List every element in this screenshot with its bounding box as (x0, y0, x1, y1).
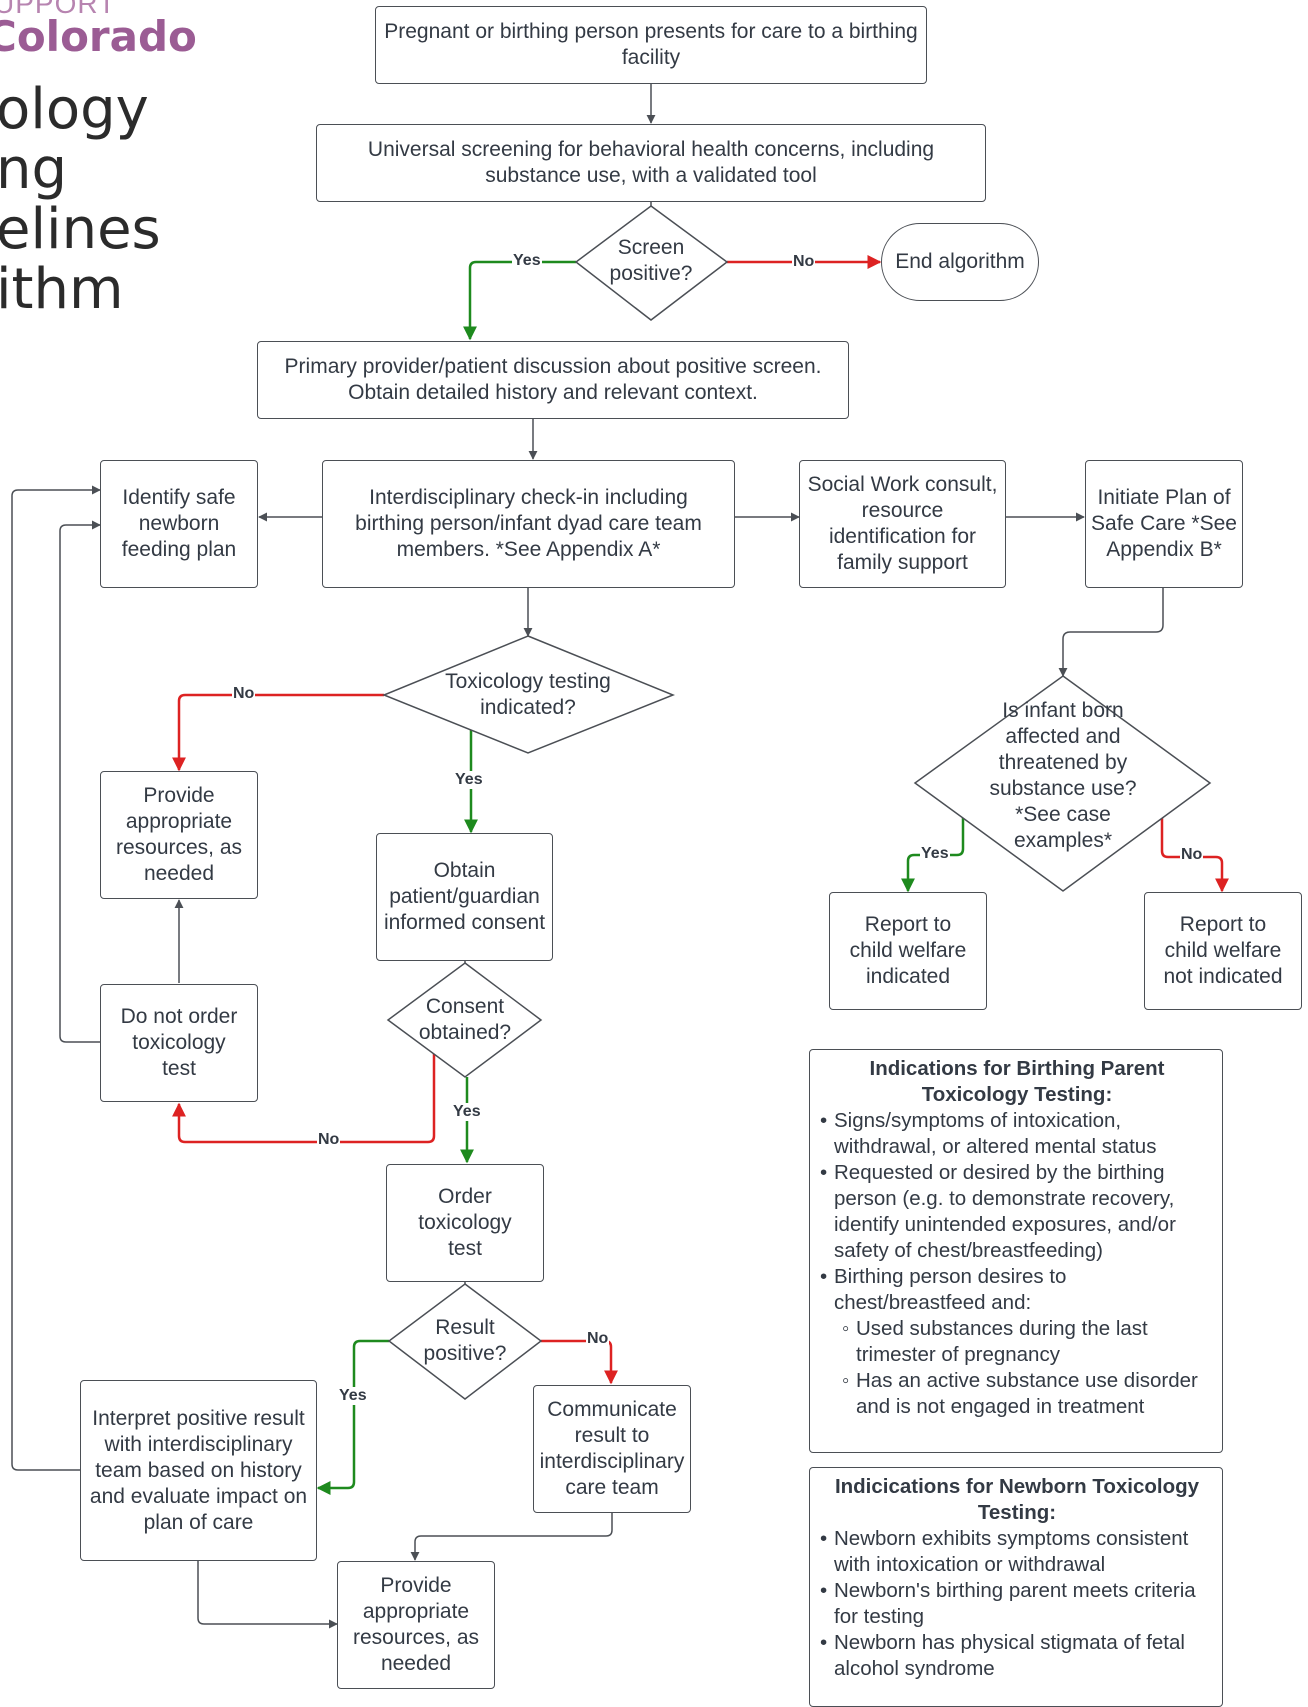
arrow-interpret-res2 (197, 1560, 338, 1629)
node-report-not-indicated: Report to child welfare not indicated (1144, 892, 1302, 1010)
node-interdisciplinary-checkin: Interdisciplinary check-in including bir… (322, 460, 735, 588)
panel-newborn-title: Indicications for Newborn Toxicology Tes… (834, 1475, 1200, 1524)
list-item: Signs/symptoms of intoxication, withdraw… (820, 1108, 1214, 1160)
label-result-yes: Yes (338, 1387, 368, 1405)
panel-newborn-indications: Indicications for Newborn Toxicology Tes… (809, 1467, 1223, 1707)
node-presents-for-care: Pregnant or birthing person presents for… (375, 6, 927, 84)
page-title-line-1: ology (0, 77, 149, 142)
node-informed-consent: Obtain patient/guardian informed consent (376, 833, 553, 961)
diamond-infant (913, 675, 1212, 892)
list-subitem: Has an active substance use disorder and… (820, 1368, 1214, 1420)
list-item: Requested or desired by the birthing per… (820, 1160, 1214, 1264)
label-infant-no: No (1180, 846, 1204, 864)
label-consent-yes: Yes (452, 1103, 482, 1121)
node-provide-resources-1: Provide appropriate resources, as needed (100, 771, 258, 899)
arrow-plan-infant (1058, 588, 1164, 677)
label-tox-yes: Yes (454, 771, 484, 789)
brand-logo-text: Colorado (0, 12, 197, 61)
node-provide-resources-2: Provide appropriate resources, as needed (337, 1561, 495, 1689)
page-title-line-3: elines (0, 197, 161, 262)
panel-parent-list: Signs/symptoms of intoxication, withdraw… (820, 1108, 1214, 1420)
node-provider-discussion: Primary provider/patient discussion abou… (257, 341, 849, 419)
node-do-not-order: Do not order toxicology test (100, 984, 258, 1102)
arrow-result-yes (316, 1339, 389, 1495)
node-order-test: Order toxicology test (386, 1164, 544, 1282)
diamond-tox (382, 635, 676, 754)
label-screen-no: No (792, 253, 816, 271)
diamond-result (387, 1283, 543, 1400)
page-title-line-2: ng (0, 137, 68, 202)
decision-result-positive: Result positive? (423, 1316, 507, 1365)
node-plan-safe-care: Initiate Plan of Safe Care *See Appendix… (1085, 460, 1243, 588)
list-item: Newborn exhibits symptoms consistent wit… (820, 1526, 1214, 1578)
node-end-algorithm: End algorithm (881, 223, 1039, 301)
label-consent-no: No (317, 1131, 341, 1149)
node-universal-screening: Universal screening for behavioral healt… (316, 124, 986, 202)
node-communicate-result: Communicate result to interdisciplinary … (533, 1385, 691, 1513)
decision-consent-obtained: Consent obtained? (418, 995, 512, 1044)
node-feeding-plan: Identify safe newborn feeding plan (100, 460, 258, 588)
label-result-no: No (586, 1330, 610, 1348)
arrow-comm-res2 (410, 1513, 613, 1561)
diamond-consent (386, 962, 543, 1078)
list-item: Newborn's birthing parent meets criteria… (820, 1578, 1214, 1630)
panel-newborn-list: Newborn exhibits symptoms consistent wit… (820, 1526, 1214, 1682)
list-item: Newborn has physical stigmata of fetal a… (820, 1630, 1214, 1682)
arrow-screen-yes (463, 260, 576, 341)
panel-parent-title: Indications for Birthing Parent Toxicolo… (869, 1057, 1165, 1106)
decision-tox-indicated: Toxicology testing indicated? (445, 670, 611, 719)
label-screen-yes: Yes (512, 252, 542, 270)
decision-infant-affected: Is infant born affected and threatened b… (989, 699, 1137, 852)
node-interpret-result: Interpret positive result with interdisc… (80, 1380, 317, 1561)
arrow-tox-no (172, 693, 384, 772)
label-tox-no: No (232, 685, 256, 703)
diamond-screen (574, 205, 729, 321)
brand-tagline: UPPORT (0, 0, 117, 19)
list-subitem: Used substances during the last trimeste… (820, 1316, 1214, 1368)
panel-parent-indications: Indications for Birthing Parent Toxicolo… (809, 1049, 1223, 1453)
arrow-donot-feed (59, 520, 101, 1043)
decision-screen-positive: Screen positive? (609, 236, 693, 285)
node-social-work: Social Work consult, resource identifica… (799, 460, 1006, 588)
list-item: Birthing person desires to chest/breastf… (820, 1264, 1214, 1316)
arrow-interpret-feed (11, 485, 101, 1471)
page-title-line-4: ithm (0, 257, 124, 322)
node-report-indicated: Report to child welfare indicated (829, 892, 987, 1010)
arrow-consent-no (172, 1054, 436, 1144)
label-infant-yes: Yes (920, 845, 950, 863)
